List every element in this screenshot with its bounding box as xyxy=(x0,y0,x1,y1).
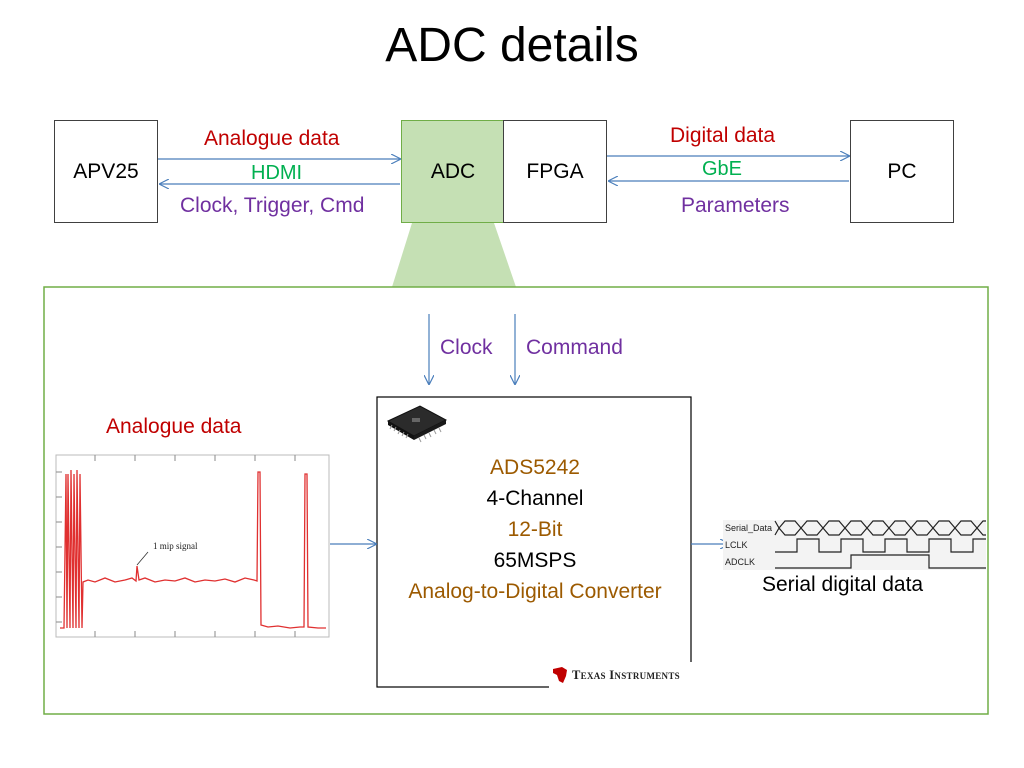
mip-signal-label: 1 mip signal xyxy=(153,541,198,551)
gbe-label: GbE xyxy=(702,158,743,180)
zoom-wedge xyxy=(392,223,516,287)
chip-sample-rate: 65MSPS xyxy=(493,549,577,572)
chip-resolution: 12-Bit xyxy=(507,518,563,541)
adc-chip-box xyxy=(376,396,692,688)
analogue-scope-plot xyxy=(55,454,330,638)
clock-trigger-cmd-label: Clock, Trigger, Cmd xyxy=(180,194,365,217)
fpga-label: FPGA xyxy=(526,159,584,183)
chip-channels: 4-Channel xyxy=(486,487,584,510)
page-title: ADC details xyxy=(385,19,639,72)
detail-frame xyxy=(43,286,989,715)
digital-data-label: Digital data xyxy=(670,124,776,147)
apv25-label: APV25 xyxy=(73,159,139,183)
lclk-signal-label: LCLK xyxy=(725,540,748,550)
serial-timing-diagram xyxy=(723,520,986,570)
fpga-box: FPGA xyxy=(503,120,607,223)
pc-label: PC xyxy=(887,159,917,183)
adclk-signal-label: ADCLK xyxy=(725,557,756,567)
serial-digital-data-label: Serial digital data xyxy=(762,573,924,596)
analogue-data-detail-label: Analogue data xyxy=(106,415,242,438)
ti-logo-text: Texas Instruments xyxy=(572,668,680,682)
chip-part-number: ADS5242 xyxy=(490,456,580,479)
adc-label: ADC xyxy=(430,159,476,183)
ti-logo-backing xyxy=(549,662,693,690)
serial-data-signal-label: Serial_Data xyxy=(725,523,773,533)
adc-chip-specs: ADS5242 4-Channel 12-Bit 65MSPS Analog-t… xyxy=(378,452,692,607)
command-label: Command xyxy=(526,336,623,359)
adc-chip-icon xyxy=(386,405,448,443)
analogue-data-label: Analogue data xyxy=(204,127,340,150)
ti-logo-icon xyxy=(553,667,567,683)
clock-label: Clock xyxy=(440,336,493,359)
hdmi-label: HDMI xyxy=(251,162,303,184)
parameters-label: Parameters xyxy=(681,194,790,217)
apv25-box: APV25 xyxy=(54,120,158,223)
pc-box: PC xyxy=(850,120,954,223)
chip-description: Analog-to-Digital Converter xyxy=(408,580,662,603)
